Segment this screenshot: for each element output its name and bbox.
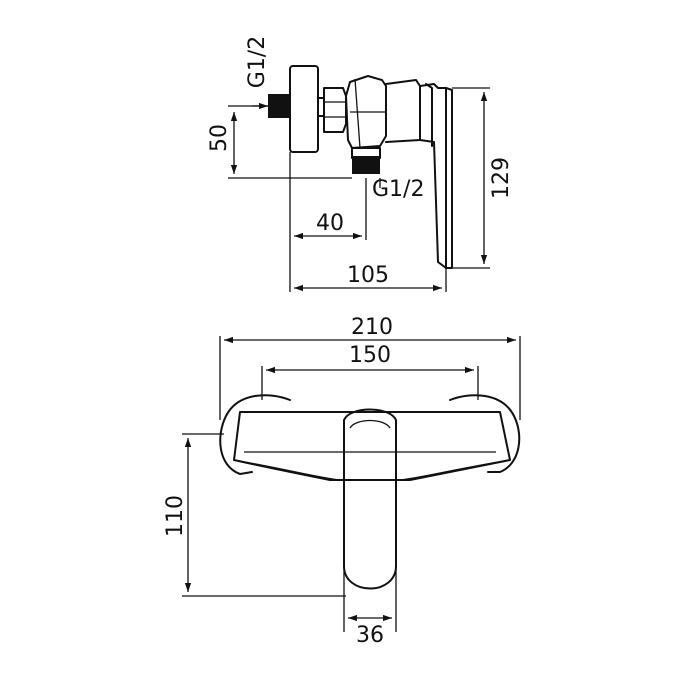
inlet-thread	[268, 94, 290, 118]
lever-side	[419, 83, 447, 269]
lever-edge	[445, 87, 453, 269]
wall-flange	[289, 65, 319, 153]
dim-label-210: 210	[351, 315, 393, 340]
dim-label-110: 110	[163, 495, 188, 537]
thread-label-top: G1/2	[245, 36, 270, 88]
dim-label-129: 129	[489, 157, 514, 199]
dim-label-150: 150	[349, 343, 391, 368]
valve-body	[345, 75, 387, 149]
dim-label-40: 40	[316, 211, 344, 236]
lever-front	[343, 408, 397, 590]
dim-label-36: 36	[356, 623, 384, 648]
hex-nut	[323, 87, 347, 133]
outlet-neck	[351, 147, 381, 159]
dim-label-105: 105	[347, 263, 389, 288]
front-view: 210 150 110 36	[163, 315, 521, 648]
lever-joint	[425, 83, 433, 147]
thread-label-bottom: G1/2	[372, 177, 424, 202]
mixer-body	[233, 411, 511, 481]
left-rosette	[219, 394, 291, 475]
cartridge-housing	[385, 79, 421, 143]
outlet-thread	[352, 156, 380, 174]
right-rosette	[449, 394, 521, 473]
side-view: 50 G1/2 G1/2 40 105 129	[207, 36, 514, 292]
dim-label-50: 50	[207, 124, 232, 152]
